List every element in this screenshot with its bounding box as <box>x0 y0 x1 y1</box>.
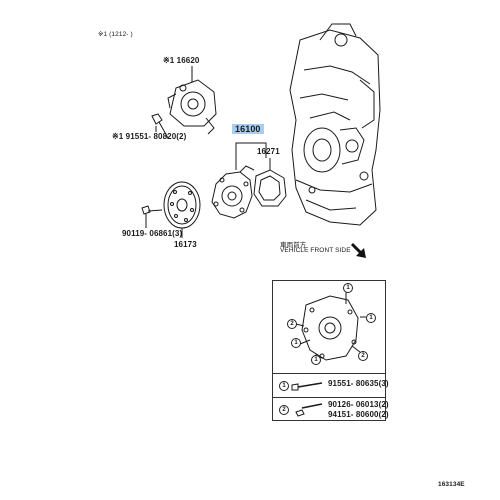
direction-arrow-icon <box>350 242 366 258</box>
inset-callout-marker: 2 <box>287 319 297 329</box>
inset-callout-marker: 1 <box>291 338 301 348</box>
header-note: ※1 (1212- ) <box>98 31 133 38</box>
direction-label-en: VEHICLE FRONT SIDE <box>280 247 351 254</box>
part-label-16100[interactable]: 16100 <box>232 124 264 134</box>
tensioner-assembly-drawing <box>167 79 217 135</box>
gasket-drawing <box>253 169 287 207</box>
bolt-91551-80820-drawing <box>151 113 169 139</box>
inset-row2-part-label-b[interactable]: 94151- 80600(2) <box>328 410 389 419</box>
part-label-16100-text: 16100 <box>232 124 264 134</box>
part-label-16620[interactable]: ※1 16620 <box>163 56 200 65</box>
water-pump-drawing <box>211 165 255 219</box>
inset-row2-marker: 2 <box>279 405 289 415</box>
inset-callout-marker: 1 <box>366 313 376 323</box>
inset-callout-marker: 2 <box>358 351 368 361</box>
part-label-90119-06861[interactable]: 90119- 06861(3) <box>122 229 183 238</box>
part-label-16173[interactable]: 16173 <box>174 240 197 249</box>
part-label-16271[interactable]: 16271 <box>257 147 280 156</box>
inset-row1-part-label[interactable]: 91551- 80635(3) <box>328 379 389 388</box>
engine-block-drawing <box>289 23 381 226</box>
inset-callout-marker: 1 <box>311 355 321 365</box>
inset-row2-part-label-a[interactable]: 90126- 06013(2) <box>328 400 389 409</box>
pulley-16173-drawing <box>163 181 201 238</box>
inset-divider-1 <box>273 373 385 374</box>
bolt-90119-06861-drawing <box>141 205 163 228</box>
inset-detail-box: 1 1 2 2 1 1 1 91551- 80635(3) 2 90126- 0… <box>272 280 389 421</box>
direction-label-jp: 車両前方 <box>280 242 307 249</box>
inset-callout-marker: 1 <box>343 283 353 293</box>
inset-divider-2 <box>273 397 385 398</box>
part-label-91551-80820[interactable]: ※1 91551- 80820(2) <box>112 132 187 141</box>
diagram-id: 163134E <box>438 481 465 488</box>
inset-row1-marker: 1 <box>279 381 289 391</box>
